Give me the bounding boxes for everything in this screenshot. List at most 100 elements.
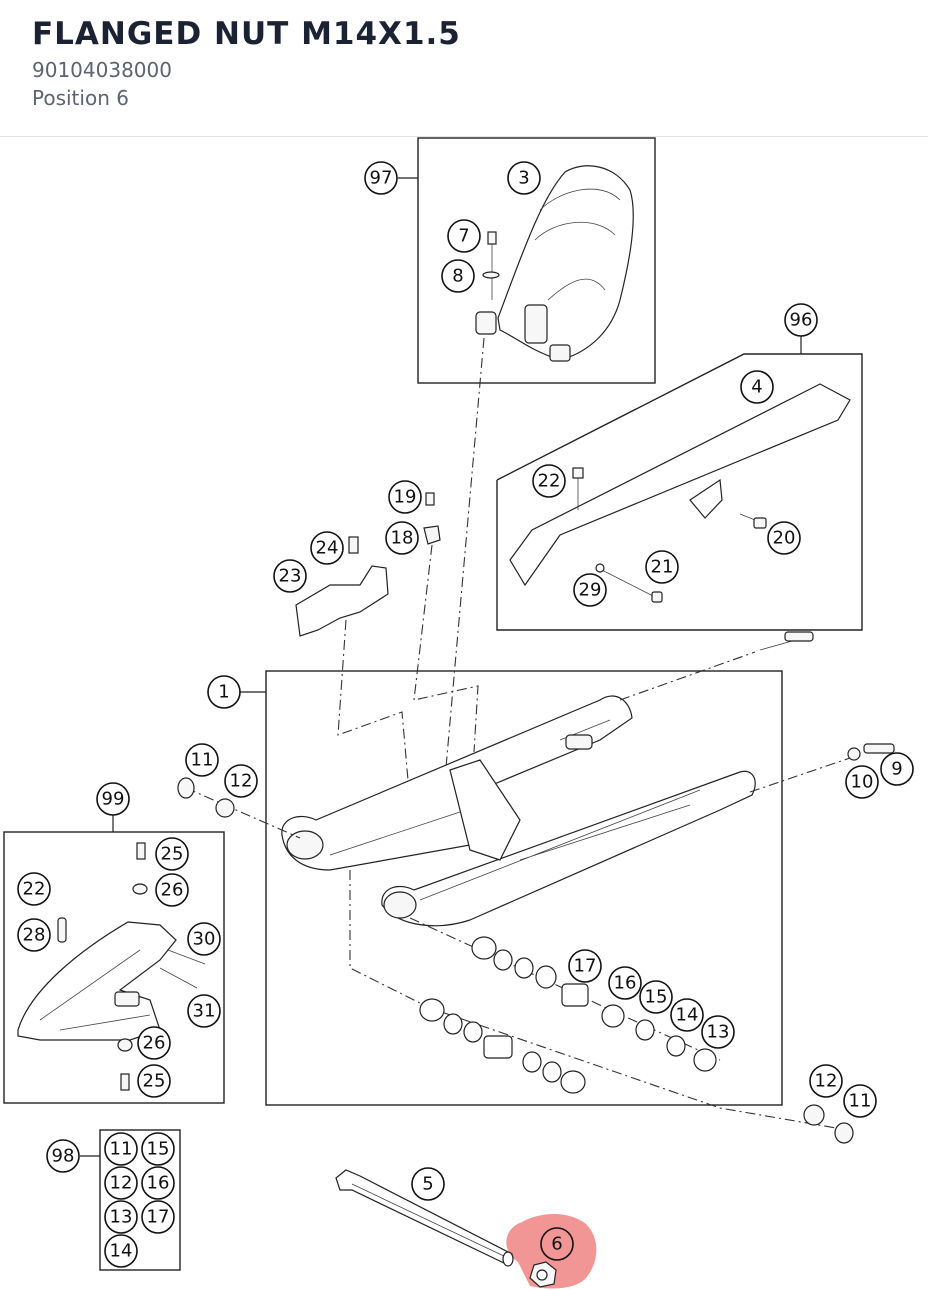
- part-number: 90104038000: [32, 58, 172, 82]
- callout-19[interactable]: 19: [388, 480, 422, 514]
- svg-text:14: 14: [676, 1005, 699, 1026]
- callout-11-right[interactable]: 11: [843, 1084, 877, 1118]
- part-title: FLANGED NUT M14X1.5: [32, 16, 461, 52]
- callout-14[interactable]: 14: [670, 998, 704, 1032]
- callout-22-chainguard[interactable]: 22: [532, 464, 566, 498]
- callout-6-highlighted[interactable]: 6: [540, 1227, 574, 1261]
- svg-text:3: 3: [518, 168, 529, 189]
- fender-bushing[interactable]: [475, 311, 497, 335]
- part-header: FLANGED NUT M14X1.5 90104038000 Position…: [0, 0, 928, 137]
- highlight-position-6[interactable]: [506, 1214, 597, 1289]
- flanged-nut-6[interactable]: [529, 1261, 557, 1288]
- kit-item-15[interactable]: 15: [141, 1132, 175, 1166]
- callout-31[interactable]: 31: [187, 994, 221, 1028]
- screw-24[interactable]: [348, 536, 359, 554]
- callout-28[interactable]: 28: [17, 918, 51, 952]
- chain-guard-part[interactable]: [509, 383, 851, 587]
- svg-text:14: 14: [110, 1241, 133, 1262]
- callout-98[interactable]: 98: [46, 1139, 80, 1173]
- kit-item-16[interactable]: 16: [141, 1166, 175, 1200]
- callout-23[interactable]: 23: [273, 559, 307, 593]
- callout-3[interactable]: 3: [507, 161, 541, 195]
- svg-text:5: 5: [422, 1174, 433, 1195]
- callout-8[interactable]: 8: [441, 259, 475, 293]
- screw-25-top[interactable]: [136, 842, 146, 860]
- axle-5[interactable]: [335, 1169, 514, 1267]
- screw-7[interactable]: [487, 231, 497, 245]
- callout-22-guide[interactable]: 22: [17, 872, 51, 906]
- svg-text:6: 6: [551, 1234, 562, 1255]
- callout-20[interactable]: 20: [767, 521, 801, 555]
- svg-text:11: 11: [191, 750, 214, 771]
- kit-item-14[interactable]: 14: [104, 1234, 138, 1268]
- screw-19[interactable]: [425, 492, 435, 506]
- callout-10[interactable]: 10: [845, 765, 879, 799]
- callout-12-right[interactable]: 12: [809, 1064, 843, 1098]
- svg-text:4: 4: [751, 377, 762, 398]
- callout-99[interactable]: 99: [96, 782, 130, 816]
- washer-8[interactable]: [482, 271, 500, 279]
- svg-text:10: 10: [851, 772, 874, 793]
- washer-10[interactable]: [847, 747, 861, 761]
- svg-text:18: 18: [391, 528, 414, 549]
- kit-item-13[interactable]: 13: [104, 1200, 138, 1234]
- svg-text:97: 97: [370, 168, 393, 189]
- svg-text:26: 26: [143, 1033, 166, 1054]
- kit-item-17[interactable]: 17: [141, 1200, 175, 1234]
- svg-text:30: 30: [193, 929, 216, 950]
- bushing-12-right[interactable]: [803, 1104, 825, 1126]
- callout-5[interactable]: 5: [411, 1167, 445, 1201]
- callout-16[interactable]: 16: [608, 966, 642, 1000]
- svg-text:98: 98: [52, 1146, 75, 1167]
- callout-4[interactable]: 4: [740, 370, 774, 404]
- callout-25-bottom[interactable]: 25: [137, 1064, 171, 1098]
- callout-12-left[interactable]: 12: [224, 764, 258, 798]
- svg-text:26: 26: [161, 880, 184, 901]
- svg-text:11: 11: [110, 1139, 133, 1160]
- bolt-9[interactable]: [863, 743, 895, 754]
- screw-25-bottom[interactable]: [120, 1073, 130, 1091]
- callout-29[interactable]: 29: [573, 573, 607, 607]
- clip-18[interactable]: [423, 525, 441, 545]
- svg-text:12: 12: [815, 1071, 838, 1092]
- callout-26-bottom[interactable]: 26: [137, 1026, 171, 1060]
- callout-97[interactable]: 97: [364, 161, 398, 195]
- svg-text:15: 15: [645, 987, 668, 1008]
- callout-21[interactable]: 21: [645, 550, 679, 584]
- group-frame-97: [417, 137, 656, 384]
- svg-text:15: 15: [147, 1139, 170, 1160]
- callout-15[interactable]: 15: [639, 980, 673, 1014]
- svg-text:8: 8: [452, 266, 463, 287]
- svg-text:11: 11: [849, 1091, 872, 1112]
- callout-26-top[interactable]: 26: [155, 873, 189, 907]
- svg-text:7: 7: [458, 226, 469, 247]
- bearing-stack[interactable]: [419, 936, 717, 1094]
- bushing-12-left[interactable]: [215, 798, 235, 818]
- callout-17[interactable]: 17: [568, 949, 602, 983]
- kit-item-11[interactable]: 11: [104, 1132, 138, 1166]
- nut-26-bottom[interactable]: [117, 1038, 133, 1052]
- group-frame-98: [99, 1129, 181, 1271]
- callout-9[interactable]: 9: [880, 752, 914, 786]
- svg-text:13: 13: [707, 1022, 730, 1043]
- callout-11-left[interactable]: 11: [185, 743, 219, 777]
- chain-guide-part[interactable]: [17, 921, 177, 1041]
- kit-item-12[interactable]: 12: [104, 1166, 138, 1200]
- cap-11-right[interactable]: [834, 1122, 854, 1144]
- callout-1[interactable]: 1: [207, 675, 241, 709]
- callout-7[interactable]: 7: [447, 219, 481, 253]
- svg-text:12: 12: [230, 771, 253, 792]
- bolt-28[interactable]: [57, 917, 67, 943]
- callout-18[interactable]: 18: [385, 521, 419, 555]
- callout-13[interactable]: 13: [701, 1015, 735, 1049]
- callout-24[interactable]: 24: [310, 531, 344, 565]
- group-frame-99: [3, 831, 225, 1104]
- callout-30[interactable]: 30: [187, 922, 221, 956]
- svg-text:16: 16: [614, 973, 637, 994]
- cap-11-left[interactable]: [177, 777, 195, 799]
- callout-96[interactable]: 96: [784, 303, 818, 337]
- svg-text:96: 96: [790, 310, 813, 331]
- nut-26-top[interactable]: [132, 883, 148, 895]
- callout-25-top[interactable]: 25: [155, 837, 189, 871]
- chain-slider-part[interactable]: [295, 565, 389, 637]
